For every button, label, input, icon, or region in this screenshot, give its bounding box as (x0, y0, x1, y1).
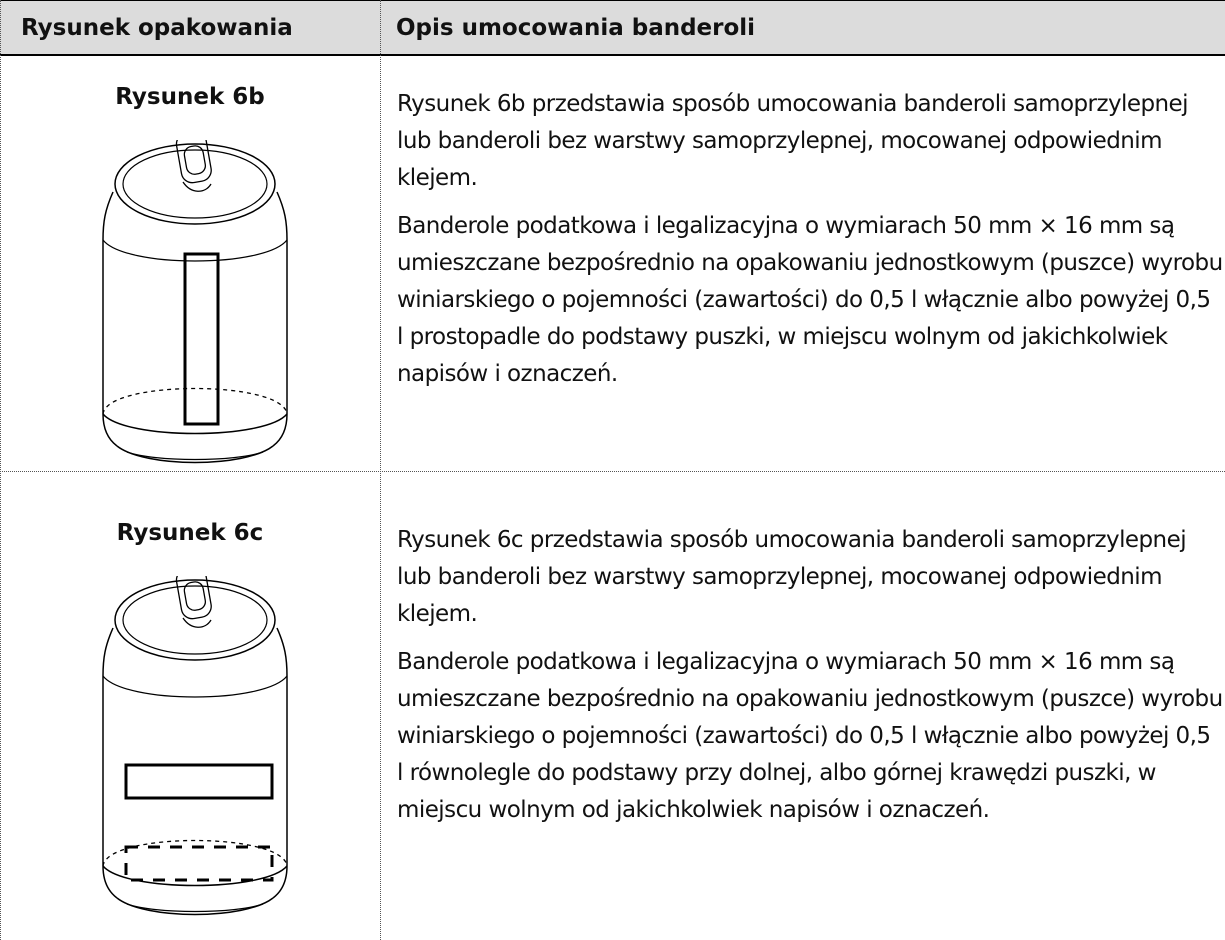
row-divider (0, 471, 1225, 472)
description-6c-p1: Rysunek 6c przedstawia sposób umocowania… (397, 527, 1187, 627)
column-divider (380, 0, 381, 940)
description-6b-p1: Rysunek 6b przedstawia sposób umocowania… (397, 91, 1189, 191)
description-6c-p2: Banderole podatkowa i legalizacyjna o wy… (397, 649, 1223, 823)
figure-title-6c: Rysunek 6c (116, 520, 264, 546)
header-col-figure: Rysunek opakowania (21, 15, 293, 41)
header-col-description: Opis umocowania banderoli (396, 15, 756, 41)
figure-title-6b: Rysunek 6b (115, 84, 265, 110)
description-6c: Rysunek 6c przedstawia sposób umocowania… (397, 522, 1223, 840)
description-6b: Rysunek 6b przedstawia sposób umocowania… (397, 86, 1223, 404)
can-horizontal-banderole-figure (102, 576, 288, 916)
description-6b-p2: Banderole podatkowa i legalizacyjna o wy… (397, 213, 1223, 387)
can-vertical-banderole-figure (102, 140, 288, 464)
left-border (0, 0, 1, 940)
table-header: Rysunek opakowania Opis umocowania bande… (0, 0, 1225, 56)
